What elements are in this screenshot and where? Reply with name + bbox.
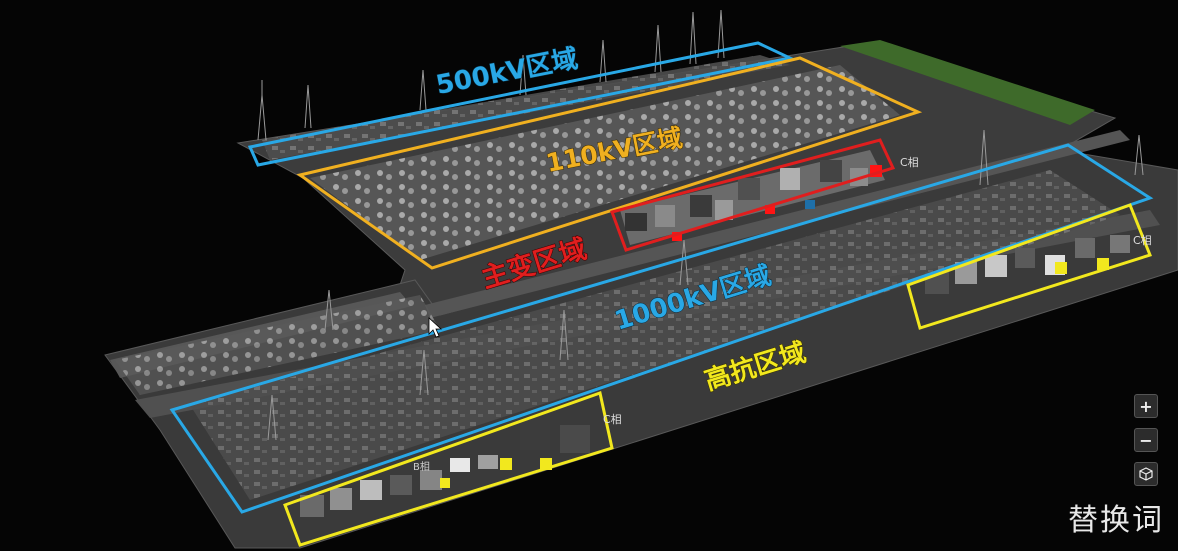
zone-reactor-left-outline xyxy=(283,391,614,547)
zone-main-transformer-outline xyxy=(610,138,896,252)
watermark-text: 替换词 xyxy=(1068,503,1164,538)
reset-view-button[interactable] xyxy=(1134,462,1158,486)
phase-tag-main: C相 xyxy=(900,156,919,169)
area-500kv-equipment xyxy=(262,55,790,160)
phase-tag-right: C相 xyxy=(1133,234,1152,247)
area-left-bays xyxy=(115,295,440,395)
grass-area xyxy=(840,40,1095,125)
mouse-cursor-icon xyxy=(428,317,443,338)
equipment-reactor-right xyxy=(925,235,1130,294)
zone-reactor-right-outline xyxy=(906,203,1152,330)
map-controls: + − xyxy=(1134,394,1160,486)
area-110kv-equipment xyxy=(310,65,900,260)
area-1000kv-equipment xyxy=(190,170,1120,500)
zone-110kv-outline xyxy=(296,56,923,270)
phase-tag-left2: B相 xyxy=(413,460,430,473)
road-upper xyxy=(425,130,1130,318)
zone-500kv-outline xyxy=(247,41,795,167)
equipment-reactor-left xyxy=(300,420,590,517)
cube-icon xyxy=(1139,467,1153,481)
equipment-main-transformer xyxy=(625,160,882,241)
zone-1000kv-outline xyxy=(169,143,1154,514)
zoom-out-button[interactable]: − xyxy=(1134,428,1158,452)
phase-tag-left: C相 xyxy=(603,413,622,426)
transmission-towers xyxy=(257,9,1144,441)
zoom-in-button[interactable]: + xyxy=(1134,394,1158,418)
